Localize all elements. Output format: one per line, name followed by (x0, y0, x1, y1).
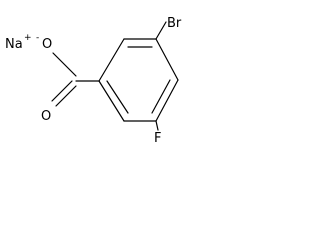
c-o-double-bond-b (51, 80, 73, 102)
carbon-bromine-bond (155, 21, 167, 40)
ring-bond-6 (98, 80, 125, 122)
sodium-charge: + (24, 33, 32, 43)
sodium-label: Na (5, 37, 23, 52)
c-o-double-bond-a (55, 85, 77, 107)
ring-bond-3 (155, 38, 179, 81)
aromatic-inner-bond-3 (106, 80, 129, 114)
c-o-single-bond (52, 52, 77, 77)
ring-bond-1 (98, 38, 125, 82)
fluorine-label: F (154, 131, 161, 146)
ring-bond-4 (155, 79, 179, 122)
aromatic-inner-bond-2 (151, 79, 171, 114)
chemical-structure: Na + - O O Br F (5, 16, 182, 146)
carbonyl-oxygen: O (41, 109, 51, 124)
structure-canvas: Na + - O O Br F (0, 0, 199, 154)
carboxylate-charge: - (36, 33, 39, 43)
carboxylate-oxygen-anion: O (42, 37, 52, 52)
carbon-fluorine-bond (155, 120, 159, 131)
bromine-label: Br (167, 16, 182, 31)
